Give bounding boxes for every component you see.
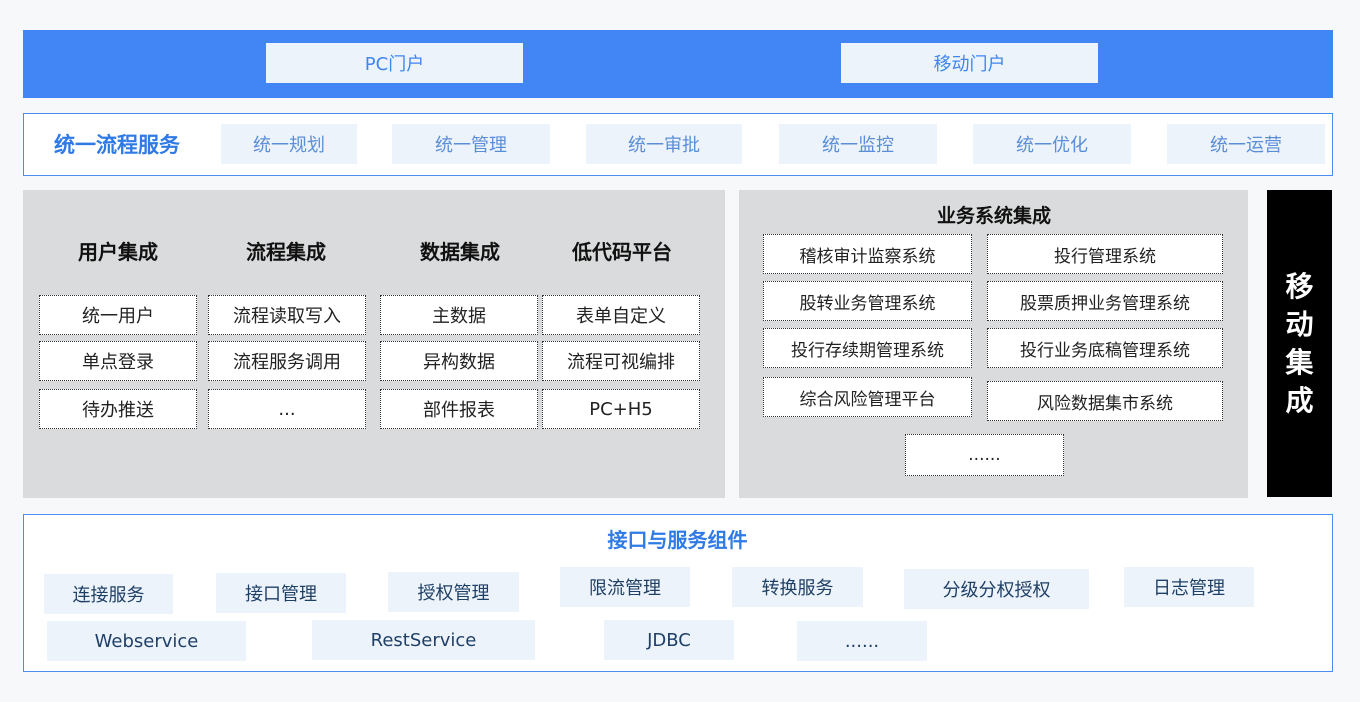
integration-panel: 用户集成 流程集成 数据集成 低代码平台 统一用户 单点登录 待办推送 流程读取… bbox=[23, 190, 725, 498]
process-item-optimize: 统一优化 bbox=[973, 124, 1131, 164]
biz-system: 投行业务底稿管理系统 bbox=[987, 328, 1223, 368]
cell-process-more: ... bbox=[208, 389, 366, 429]
interface-components-title: 接口与服务组件 bbox=[607, 527, 748, 552]
component-webservice: Webservice bbox=[47, 621, 246, 661]
column-title-process: 流程集成 bbox=[246, 239, 326, 264]
component-auth-manage: 授权管理 bbox=[388, 572, 519, 612]
cell-component-report: 部件报表 bbox=[380, 389, 538, 429]
biz-system-more: ...... bbox=[905, 434, 1064, 476]
biz-system: 风险数据集市系统 bbox=[987, 381, 1223, 421]
component-jdbc: JDBC bbox=[604, 620, 734, 660]
mobile-char: 移 bbox=[1285, 269, 1314, 303]
business-systems-title: 业务系统集成 bbox=[936, 204, 1051, 227]
interface-components-panel: 接口与服务组件 连接服务 接口管理 授权管理 限流管理 转换服务 分级分权授权 … bbox=[23, 514, 1333, 672]
cell-master-data: 主数据 bbox=[380, 295, 538, 335]
cell-visual-flow: 流程可视编排 bbox=[542, 341, 700, 381]
process-item-operate: 统一运营 bbox=[1167, 124, 1325, 164]
biz-system: 股票质押业务管理系统 bbox=[987, 281, 1223, 321]
mobile-char: 动 bbox=[1285, 307, 1314, 341]
column-title-user: 用户集成 bbox=[78, 239, 158, 264]
component-tiered-auth: 分级分权授权 bbox=[904, 569, 1089, 609]
component-log-manage: 日志管理 bbox=[1124, 567, 1254, 607]
biz-system: 股转业务管理系统 bbox=[763, 281, 972, 321]
component-connect: 连接服务 bbox=[44, 574, 173, 614]
column-title-lowcode: 低代码平台 bbox=[572, 239, 672, 264]
cell-todo-push: 待办推送 bbox=[39, 389, 197, 429]
column-title-data: 数据集成 bbox=[420, 239, 500, 264]
cell-process-rw: 流程读取写入 bbox=[208, 295, 366, 335]
business-systems-panel: 业务系统集成 稽核审计监察系统 投行管理系统 股转业务管理系统 股票质押业务管理… bbox=[739, 190, 1248, 498]
mobile-char: 成 bbox=[1285, 383, 1314, 417]
component-rate-limit: 限流管理 bbox=[560, 567, 690, 607]
cell-hetero-data: 异构数据 bbox=[380, 341, 538, 381]
component-more: ...... bbox=[797, 621, 927, 661]
biz-system: 投行存续期管理系统 bbox=[763, 328, 972, 368]
process-item-monitor: 统一监控 bbox=[779, 124, 937, 164]
biz-system: 投行管理系统 bbox=[987, 234, 1223, 274]
process-service-bar: 统一流程服务 统一规划 统一管理 统一审批 统一监控 统一优化 统一运营 bbox=[23, 113, 1333, 176]
process-item-manage: 统一管理 bbox=[392, 124, 550, 164]
mobile-char: 集 bbox=[1285, 345, 1314, 379]
portal-pc[interactable]: PC门户 bbox=[266, 43, 523, 83]
portal-bar: PC门户 移动门户 bbox=[23, 30, 1333, 98]
cell-sso: 单点登录 bbox=[39, 341, 197, 381]
component-restservice: RestService bbox=[312, 620, 535, 660]
mobile-integration: 移 动 集 成 bbox=[1267, 190, 1332, 497]
biz-system: 稽核审计监察系统 bbox=[763, 234, 972, 274]
component-api-manage: 接口管理 bbox=[216, 573, 346, 613]
cell-unified-user: 统一用户 bbox=[39, 295, 197, 335]
biz-system: 综合风险管理平台 bbox=[763, 377, 972, 417]
portal-mobile[interactable]: 移动门户 bbox=[841, 43, 1098, 83]
process-service-title: 统一流程服务 bbox=[54, 133, 180, 157]
cell-process-call: 流程服务调用 bbox=[208, 341, 366, 381]
process-item-approve: 统一审批 bbox=[586, 124, 742, 164]
component-transform: 转换服务 bbox=[732, 567, 863, 607]
process-item-plan: 统一规划 bbox=[221, 124, 357, 164]
cell-pc-h5: PC+H5 bbox=[542, 389, 700, 429]
cell-form-custom: 表单自定义 bbox=[542, 295, 700, 335]
